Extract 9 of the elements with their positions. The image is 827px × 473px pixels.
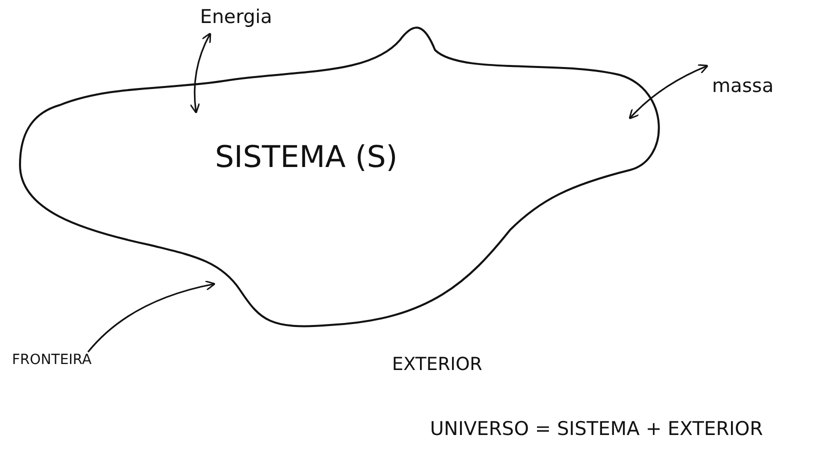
arrow <box>87 280 216 353</box>
mass-label: massa <box>712 75 774 97</box>
arrow <box>628 64 709 120</box>
arrow <box>190 32 212 114</box>
region-label: EXTERIOR <box>392 354 482 375</box>
system-label: SISTEMA (S) <box>215 140 398 175</box>
energy-label: Energia <box>200 6 272 28</box>
equation-text: UNIVERSO = SISTEMA + EXTERIOR <box>430 418 763 440</box>
boundary-label: FRONTEIRA <box>12 352 92 368</box>
